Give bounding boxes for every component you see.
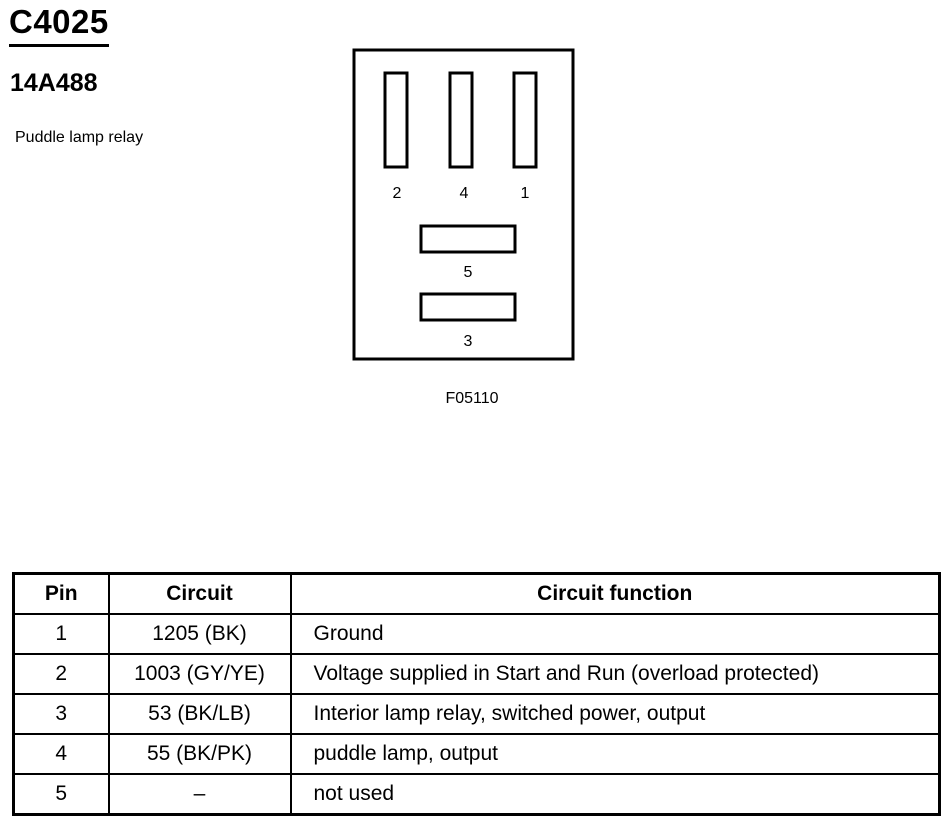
header-circuit-function: Circuit function <box>289 572 941 615</box>
pin-label-1: 1 <box>521 185 530 202</box>
cell-pin: 2 <box>12 653 110 695</box>
cell-circuit: 55 (BK/PK) <box>107 733 292 775</box>
table-row: 1 1205 (BK) Ground <box>12 613 941 655</box>
terminal-slot-pin-2 <box>383 71 409 169</box>
pin-label-2: 2 <box>393 185 402 202</box>
cell-function: not used <box>289 773 941 816</box>
terminal-slot-pin-4 <box>448 71 474 169</box>
table-row: 3 53 (BK/LB) Interior lamp relay, switch… <box>12 693 941 735</box>
cell-circuit: 1003 (GY/YE) <box>107 653 292 695</box>
connector-description: Puddle lamp relay <box>15 129 144 146</box>
header-pin: Pin <box>12 572 110 615</box>
table-row: 2 1003 (GY/YE) Voltage supplied in Start… <box>12 653 941 695</box>
figure-code: F05110 <box>445 390 498 407</box>
table-header-row: Pin Circuit Circuit function <box>12 572 941 615</box>
cell-function: Interior lamp relay, switched power, out… <box>289 693 941 735</box>
part-number-heading: 14A488 <box>10 69 98 97</box>
cell-pin: 3 <box>12 693 110 735</box>
connector-housing <box>352 48 575 361</box>
cell-pin: 4 <box>12 733 110 775</box>
pin-label-4: 4 <box>460 185 469 202</box>
table-row: 4 55 (BK/PK) puddle lamp, output <box>12 733 941 775</box>
cell-circuit: 53 (BK/LB) <box>107 693 292 735</box>
cell-pin: 1 <box>12 613 110 655</box>
cell-pin: 5 <box>12 773 110 816</box>
pin-label-3: 3 <box>464 333 473 350</box>
cell-circuit: 1205 (BK) <box>107 613 292 655</box>
pin-label-5: 5 <box>464 264 473 281</box>
terminal-slot-pin-5 <box>419 224 517 254</box>
cell-function: puddle lamp, output <box>289 733 941 775</box>
connector-id-title: C4025 <box>9 2 109 47</box>
pinout-table: Pin Circuit Circuit function 1 1205 (BK)… <box>12 572 941 816</box>
header-circuit: Circuit <box>107 572 292 615</box>
terminal-slot-pin-3 <box>419 292 517 322</box>
table-row: 5 – not used <box>12 773 941 816</box>
terminal-slot-pin-1 <box>512 71 538 169</box>
cell-function: Ground <box>289 613 941 655</box>
cell-circuit: – <box>107 773 292 816</box>
cell-function: Voltage supplied in Start and Run (overl… <box>289 653 941 695</box>
connector-face-diagram: 2 4 1 5 3 F05110 <box>352 48 575 407</box>
